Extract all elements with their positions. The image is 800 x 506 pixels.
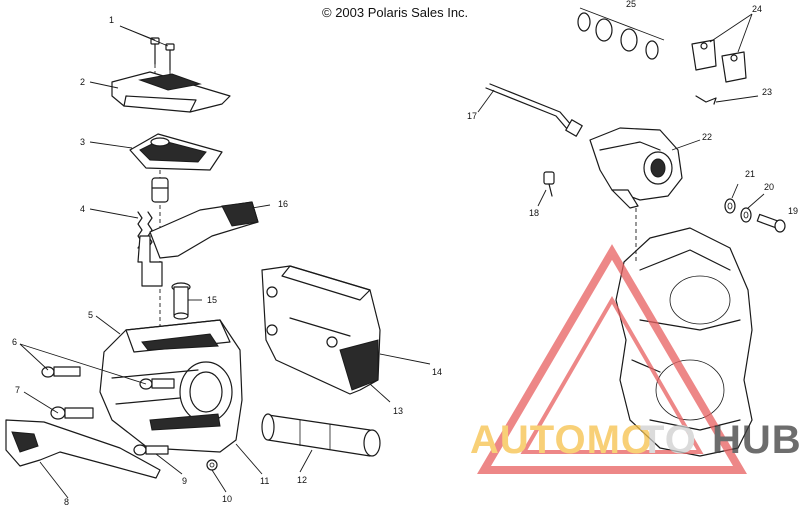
part-3-diaphragm xyxy=(129,133,223,171)
caliper-assembly xyxy=(485,7,786,457)
part-piston xyxy=(151,177,169,203)
master-cylinder-assembly xyxy=(5,37,381,479)
part-25-seals xyxy=(577,7,665,60)
callout-19: 19 xyxy=(788,206,798,216)
callout-6: 6 xyxy=(12,337,17,347)
callout-23: 23 xyxy=(762,87,772,97)
callout-11: 11 xyxy=(260,476,269,486)
callout-9: 9 xyxy=(182,476,187,486)
watermark-triangle xyxy=(477,244,747,474)
watermark-text-right: HUB xyxy=(712,418,800,462)
transmission-housing xyxy=(615,208,753,457)
callout-25: 25 xyxy=(626,0,636,9)
callout-24: 24 xyxy=(752,4,762,14)
callout-2: 2 xyxy=(80,77,85,87)
callout-16: 16 xyxy=(278,199,288,209)
watermark-text-left: AUTOMO xyxy=(470,418,653,462)
callout-22: 22 xyxy=(702,132,712,142)
leader-lines xyxy=(19,13,765,499)
callout-21: 21 xyxy=(745,169,755,179)
callout-5: 5 xyxy=(88,310,93,320)
part-2-reservoir-cover xyxy=(111,71,231,113)
watermark-text-mid: TO xyxy=(640,418,697,462)
part-18-bleeder xyxy=(543,171,555,197)
part-22-caliper xyxy=(589,127,683,209)
part-1-screws xyxy=(150,37,175,84)
callout-12: 12 xyxy=(297,475,307,485)
part-24-brake-pads xyxy=(691,39,747,83)
callout-8: 8 xyxy=(64,497,69,506)
part-20-washer xyxy=(740,207,752,223)
part-15-pin xyxy=(171,282,191,320)
callout-20: 20 xyxy=(764,182,774,192)
part-12-sleeve xyxy=(261,413,381,457)
callout-10: 10 xyxy=(222,494,232,504)
part-9-screw xyxy=(133,444,169,456)
part-8-brake-lever xyxy=(5,419,161,479)
callout-labels: 1 2 3 4 5 6 7 8 9 10 11 12 13 14 15 16 1… xyxy=(12,0,798,506)
part-17-brake-line xyxy=(485,83,583,137)
callout-18: 18 xyxy=(529,208,539,218)
callout-13: 13 xyxy=(393,406,403,416)
part-10-nut xyxy=(206,459,218,471)
callout-4: 4 xyxy=(80,204,85,214)
callout-3: 3 xyxy=(80,137,85,147)
automotohub-watermark: AUTOMO TO HUB xyxy=(470,244,800,474)
part-13-14-clamp xyxy=(261,265,381,395)
watermark-triangle-inner xyxy=(520,296,704,454)
callout-15: 15 xyxy=(207,295,217,305)
part-21-washer xyxy=(724,198,736,214)
copyright-text: © 2003 Polaris Sales Inc. xyxy=(322,5,468,20)
callout-14: 14 xyxy=(432,367,442,377)
part-23-clip xyxy=(695,95,717,105)
callout-1: 1 xyxy=(109,15,114,25)
callout-7: 7 xyxy=(15,385,20,395)
part-16-brake-switch xyxy=(137,201,259,287)
callout-17: 17 xyxy=(467,111,477,121)
part-19-bolt xyxy=(756,213,786,233)
